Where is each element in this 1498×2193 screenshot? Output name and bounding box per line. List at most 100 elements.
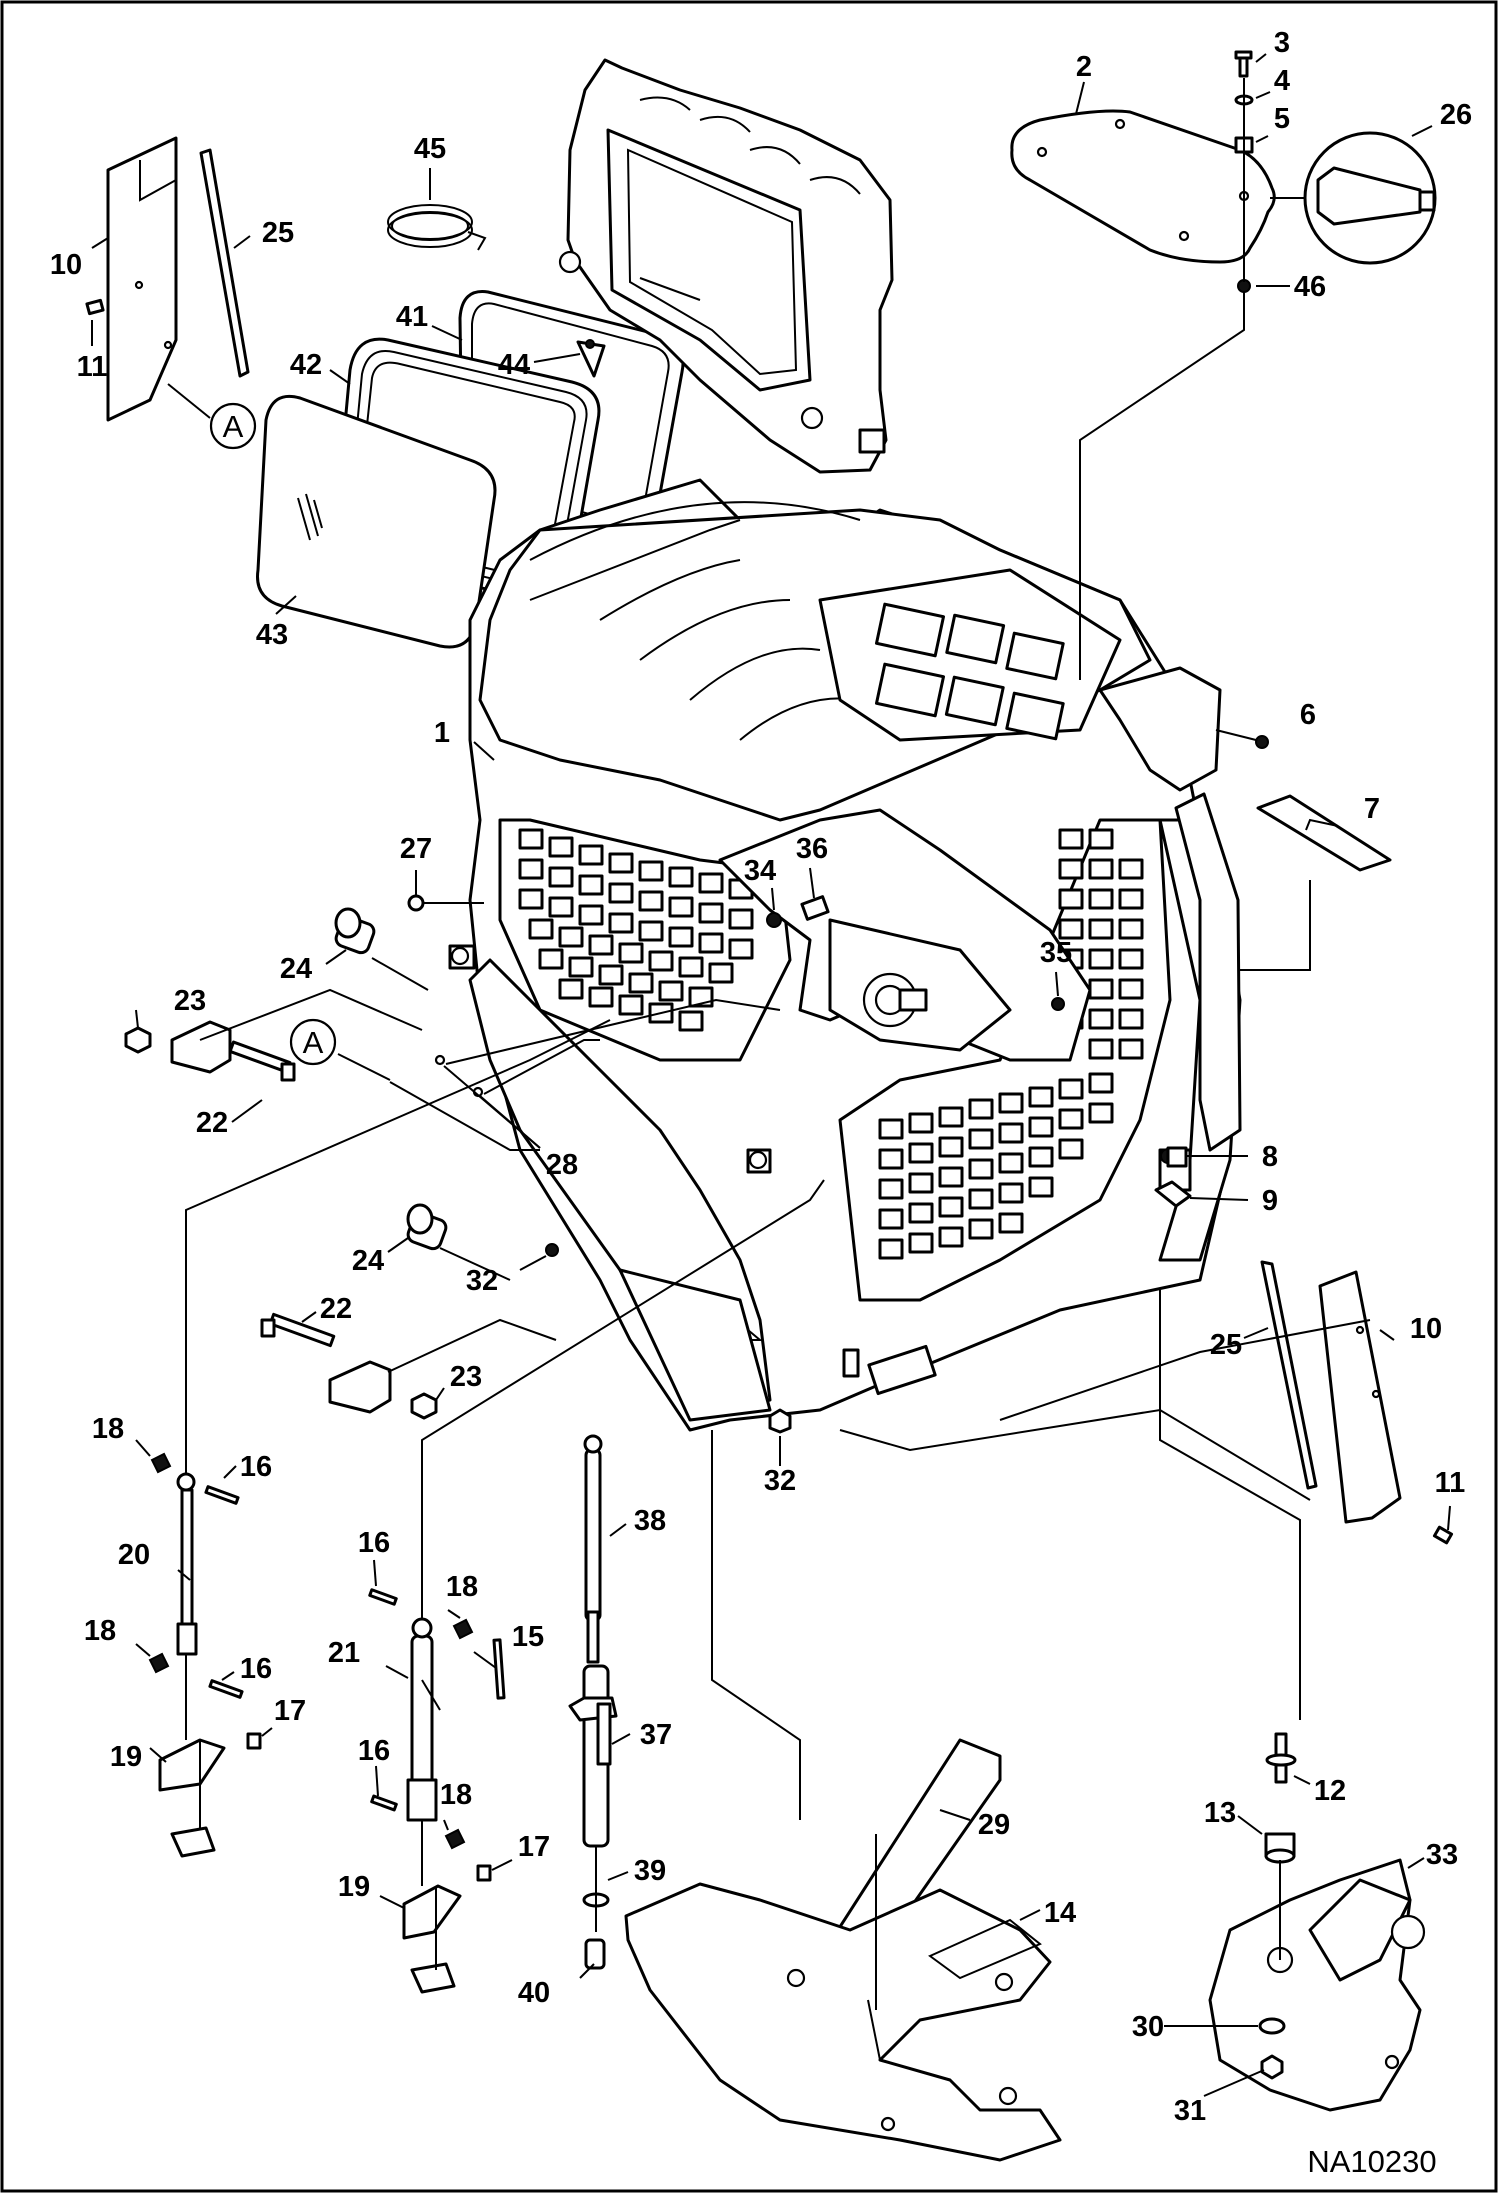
clevis-19-center xyxy=(402,1884,462,1994)
callout-9: 9 xyxy=(1262,1185,1278,1217)
callout-3: 3 xyxy=(1274,27,1290,59)
callout-18-c: 18 xyxy=(446,1571,478,1603)
stud-12 xyxy=(1265,1732,1297,1784)
callout-25-upper: 25 xyxy=(262,217,294,249)
callout-23-lower: 23 xyxy=(450,1361,482,1393)
nut-23-lower xyxy=(410,1392,438,1420)
callout-16-c: 16 xyxy=(358,1527,390,1559)
callout-10-lower: 10 xyxy=(1410,1313,1442,1345)
warning-label-44 xyxy=(576,339,606,378)
screw-11-upper xyxy=(85,298,105,316)
pin-16-left-top xyxy=(204,1485,240,1505)
rear-frame-upper xyxy=(558,58,894,474)
callout-26: 26 xyxy=(1440,99,1472,131)
pin-16-center-top xyxy=(368,1588,398,1606)
callout-31: 31 xyxy=(1174,2095,1206,2127)
callout-24-lower: 24 xyxy=(352,1245,384,1277)
rivet-6 xyxy=(1255,735,1269,749)
callout-29: 29 xyxy=(978,1809,1010,1841)
side-seal-lower-right xyxy=(1260,1260,1318,1490)
callout-37: 37 xyxy=(640,1719,672,1751)
washer-30 xyxy=(1258,2017,1286,2035)
callout-2: 2 xyxy=(1076,51,1092,83)
callout-43: 43 xyxy=(256,619,288,651)
callout-22-lower: 22 xyxy=(320,1293,352,1325)
callout-19-center: 19 xyxy=(338,1871,370,1903)
nut-32-lower xyxy=(768,1408,792,1434)
callout-46: 46 xyxy=(1294,271,1326,303)
shim-15 xyxy=(492,1638,506,1700)
callout-28: 28 xyxy=(546,1149,578,1181)
callout-25-lower: 25 xyxy=(1210,1329,1242,1361)
plate-9 xyxy=(1154,1180,1192,1208)
callout-41: 41 xyxy=(396,301,428,333)
callout-45: 45 xyxy=(414,133,446,165)
side-seal-upper-left xyxy=(199,148,250,378)
callout-15: 15 xyxy=(512,1621,544,1653)
callout-circle-A-lower xyxy=(289,1018,337,1066)
pin-18-center-bottom xyxy=(444,1828,466,1850)
nut-8 xyxy=(1166,1146,1188,1168)
callout-1: 1 xyxy=(434,717,450,749)
callout-20: 20 xyxy=(118,1539,150,1571)
decal-7 xyxy=(1256,794,1392,872)
callout-40: 40 xyxy=(518,1977,550,2009)
side-panel-lower-right xyxy=(1318,1270,1402,1524)
callout-36: 36 xyxy=(796,833,828,865)
gas-spring-21 xyxy=(406,1617,441,1822)
floor-plate-14 xyxy=(624,1882,1062,2162)
right-mesh xyxy=(878,828,1144,1260)
callout-circle-A-upper xyxy=(209,402,257,450)
nut-32-upper xyxy=(545,1243,559,1257)
callout-6: 6 xyxy=(1300,699,1316,731)
callout-13: 13 xyxy=(1204,1797,1236,1829)
callout-5: 5 xyxy=(1274,103,1290,135)
wire-coil-45 xyxy=(387,204,487,251)
left-mesh xyxy=(518,828,754,1032)
side-panel-upper-left xyxy=(106,136,178,422)
top-cover-plate-2 xyxy=(1010,109,1276,264)
clevis-19-left xyxy=(158,1738,226,1858)
callout-11-lower: 11 xyxy=(1435,1467,1466,1499)
callout-21: 21 xyxy=(328,1637,360,1669)
callout-16-b: 16 xyxy=(240,1653,272,1685)
callout-labels: 1 2 3 4 5 6 7 8 9 10 10 11 11 12 13 14 1… xyxy=(50,27,1472,2127)
pin-16-left-bottom xyxy=(208,1679,244,1699)
callout-10-upper: 10 xyxy=(50,249,82,281)
callout-16-a: 16 xyxy=(240,1451,272,1483)
pin-18-center-top xyxy=(452,1618,474,1640)
callout-34: 34 xyxy=(744,855,776,887)
callout-38: 38 xyxy=(634,1505,666,1537)
sealant-tube-26 xyxy=(1270,131,1437,265)
pin-16-center-bottom xyxy=(370,1794,398,1812)
callout-27: 27 xyxy=(400,833,432,865)
window-glass-43 xyxy=(256,394,497,649)
leader-lines xyxy=(91,53,1451,2097)
callout-22-upper: 22 xyxy=(196,1107,228,1139)
callout-17-left: 17 xyxy=(274,1695,306,1727)
callout-18-d: 18 xyxy=(440,1779,472,1811)
callout-33: 33 xyxy=(1426,1839,1458,1871)
plug-27 xyxy=(407,894,425,912)
callout-8: 8 xyxy=(1262,1141,1278,1173)
callout-18-b: 18 xyxy=(84,1615,116,1647)
rod-38 xyxy=(583,1434,603,1664)
screw-17-center xyxy=(476,1864,492,1882)
callout-7: 7 xyxy=(1364,793,1380,825)
callout-A-lower-label: A xyxy=(303,1025,324,1060)
bushing-24-upper xyxy=(334,907,376,955)
callout-44: 44 xyxy=(498,349,530,381)
bolt-3 xyxy=(1234,50,1253,78)
screw-36 xyxy=(800,895,830,921)
nut-35 xyxy=(1051,997,1065,1011)
nut-31 xyxy=(1260,2054,1284,2080)
callout-12: 12 xyxy=(1314,1775,1346,1807)
callout-32-upper: 32 xyxy=(466,1265,498,1297)
cylinder-37 xyxy=(568,1664,618,1848)
callout-39: 39 xyxy=(634,1855,666,1887)
callout-19-left: 19 xyxy=(110,1741,142,1773)
callout-35: 35 xyxy=(1040,937,1072,969)
screw-11-lower xyxy=(1432,1525,1454,1545)
figure-id: NA10230 xyxy=(1307,2144,1436,2179)
